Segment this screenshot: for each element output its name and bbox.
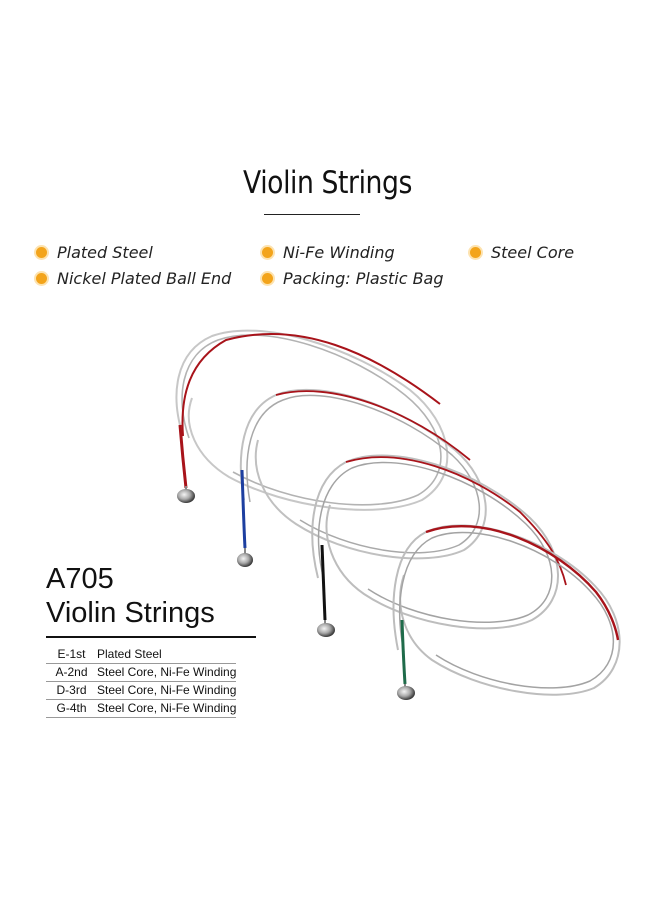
feature-item: Steel Core bbox=[470, 243, 574, 262]
feature-item: Nickel Plated Ball End bbox=[36, 269, 231, 288]
string-name: A-2nd bbox=[55, 665, 88, 679]
string-a-coil bbox=[239, 388, 487, 560]
string-name: G-4th bbox=[56, 701, 87, 715]
string-desc: Steel Core, Ni-Fe Winding bbox=[97, 701, 237, 715]
table-row: E-1st Plated Steel bbox=[46, 646, 237, 664]
string-name: E-1st bbox=[57, 647, 86, 661]
orange-dot-icon bbox=[36, 273, 47, 284]
orange-dot-icon bbox=[262, 247, 273, 258]
string-name: D-3rd bbox=[56, 683, 87, 697]
spec-divider bbox=[46, 636, 256, 638]
model-number: A705 bbox=[46, 563, 114, 595]
feature-label: Steel Core bbox=[491, 243, 575, 262]
feature-item: Ni-Fe Winding bbox=[262, 243, 395, 262]
spec-table: E-1st Plated Steel A-2nd Steel Core, Ni-… bbox=[46, 646, 237, 718]
page-title: Violin Strings bbox=[242, 165, 412, 201]
string-desc: Plated Steel bbox=[97, 647, 162, 661]
title-underline bbox=[264, 214, 360, 215]
string-g-coil bbox=[392, 524, 621, 696]
orange-dot-icon bbox=[262, 273, 273, 284]
orange-dot-icon bbox=[36, 247, 47, 258]
product-name: Violin Strings bbox=[46, 597, 215, 629]
table-row: G-4th Steel Core, Ni-Fe Winding bbox=[46, 700, 237, 718]
feature-label: Plated Steel bbox=[57, 243, 153, 262]
feature-label: Nickel Plated Ball End bbox=[57, 269, 232, 288]
string-d-coil bbox=[311, 454, 567, 630]
feature-item: Packing: Plastic Bag bbox=[262, 269, 444, 288]
ball-end-icon bbox=[237, 548, 253, 567]
string-desc: Steel Core, Ni-Fe Winding bbox=[97, 665, 237, 679]
ball-end-icon bbox=[397, 684, 415, 700]
ball-end-icon bbox=[317, 620, 335, 637]
feature-item: Plated Steel bbox=[36, 243, 153, 262]
table-row: D-3rd Steel Core, Ni-Fe Winding bbox=[46, 682, 237, 700]
string-desc: Steel Core, Ni-Fe Winding bbox=[97, 683, 237, 697]
orange-dot-icon bbox=[470, 247, 481, 258]
feature-label: Packing: Plastic Bag bbox=[283, 269, 444, 288]
table-row: A-2nd Steel Core, Ni-Fe Winding bbox=[46, 664, 237, 682]
string-e-coil bbox=[175, 329, 449, 511]
feature-label: Ni-Fe Winding bbox=[283, 243, 395, 262]
ball-end-icon bbox=[177, 486, 195, 503]
